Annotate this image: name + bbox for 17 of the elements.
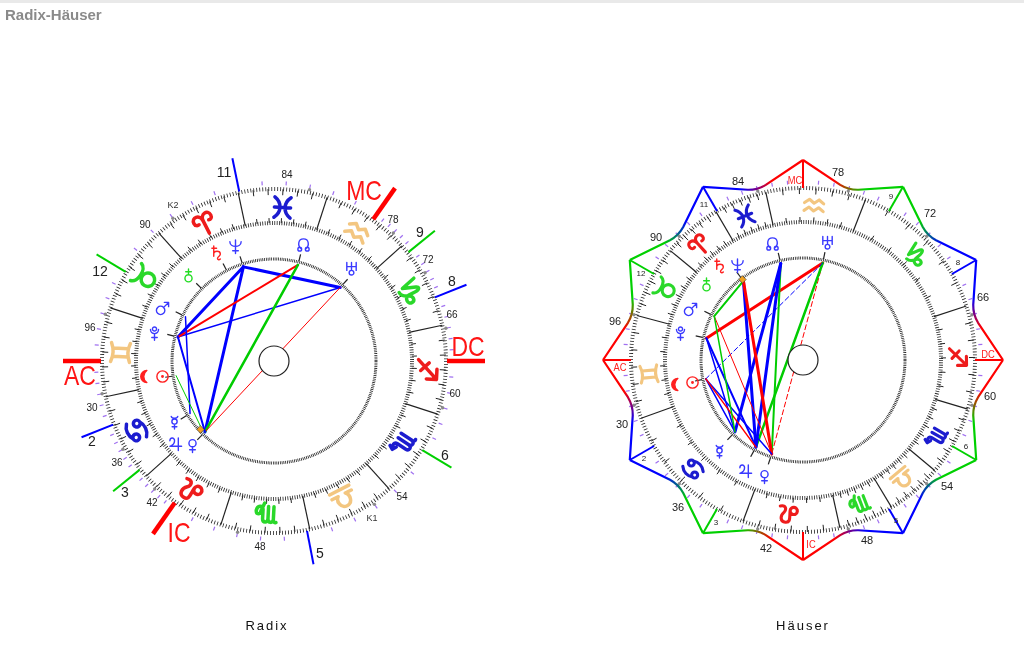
degree-number: 84 bbox=[281, 170, 293, 180]
house-number: 5 bbox=[316, 546, 324, 560]
degree-number: 48 bbox=[254, 542, 266, 552]
axis-label: IC bbox=[806, 538, 816, 550]
degree-number: 96 bbox=[84, 323, 96, 333]
chart-caption: Radix bbox=[245, 618, 289, 632]
degree-number: 78 bbox=[831, 166, 845, 178]
degree-number: 60 bbox=[983, 390, 997, 402]
page-title: Radix-Häuser bbox=[5, 7, 102, 24]
house-number: 11 bbox=[216, 165, 232, 179]
axis-label: AC bbox=[64, 362, 96, 390]
axis-label: AC bbox=[613, 361, 627, 373]
degree-number: 96 bbox=[608, 315, 622, 327]
chart-caption: Häuser bbox=[776, 618, 830, 632]
axis-label: DC bbox=[981, 348, 995, 359]
degree-number: 42 bbox=[759, 542, 773, 554]
axis-label: DC bbox=[451, 333, 485, 361]
